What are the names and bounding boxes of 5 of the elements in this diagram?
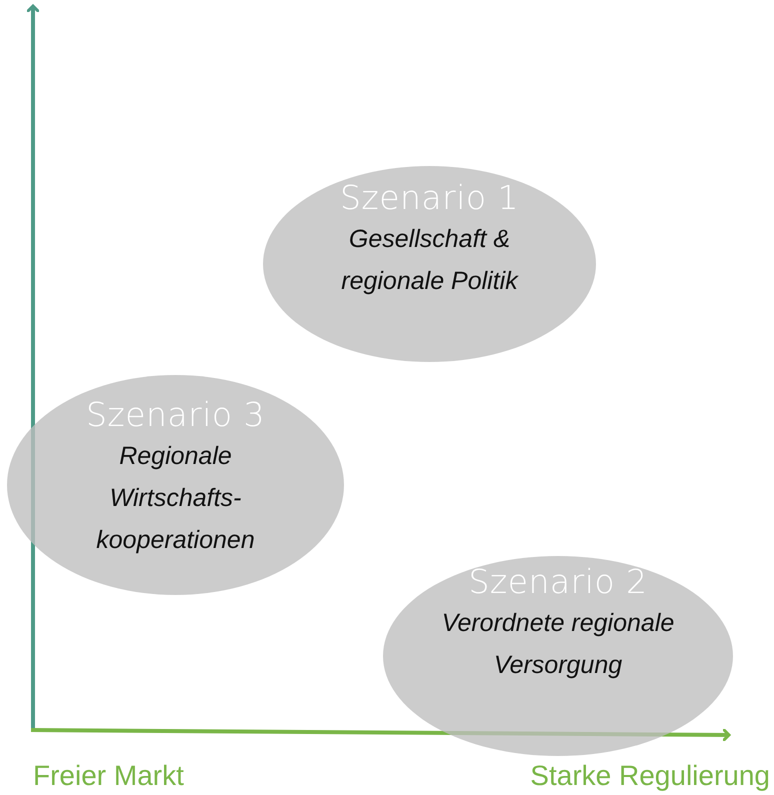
scenario-description: Verordnete regionale Versorgung [440,608,676,682]
scenario-description: Gesellschaft & regionale Politik [340,224,520,298]
scenario-description: Regionale Wirtschafts- kooperationen [95,441,256,556]
axis-label: Starke Regulierung [530,760,770,792]
axis-label: Freier Markt [33,760,184,792]
